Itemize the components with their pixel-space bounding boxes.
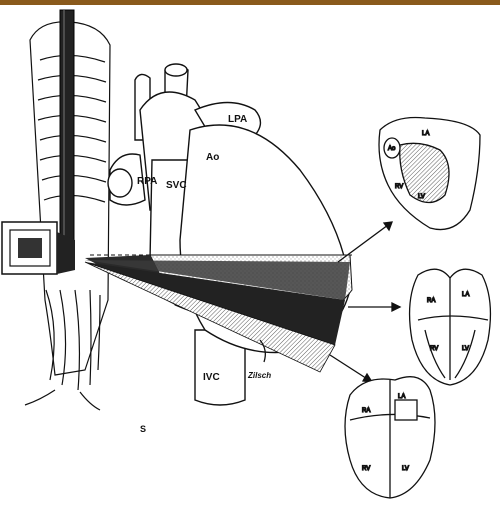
artist-signature: Zilsch xyxy=(247,371,271,380)
label-s: S xyxy=(140,424,146,434)
echo-view-long-axis: LA Ao LV RV xyxy=(379,118,480,230)
label-rpa: RPA xyxy=(137,176,157,187)
label-svc: SVC xyxy=(166,180,187,191)
view1-ao-label: Ao xyxy=(388,146,396,152)
label-ivc: IVC xyxy=(203,372,220,383)
label-ao: Ao xyxy=(206,152,219,163)
view3-ra-label: RA xyxy=(362,408,370,414)
label-lpa: LPA xyxy=(228,114,247,125)
view2-ra-label: RA xyxy=(427,298,435,304)
view2-la-label: LA xyxy=(462,292,469,298)
view3-rv-label: RV xyxy=(362,466,370,472)
echo-view-four-chamber: RA LA RV LV xyxy=(410,269,491,385)
view2-lv-label: LV xyxy=(462,346,469,352)
view3-la-label: LA xyxy=(398,394,405,400)
view1-la-label: LA xyxy=(422,131,429,137)
view1-rv-label: RV xyxy=(395,184,403,190)
view2-rv-label: RV xyxy=(430,346,438,352)
view1-lv-label: LV xyxy=(418,194,425,200)
echo-view-lower-four-chamber: LA RA RV LV xyxy=(345,377,435,498)
view3-lv-label: LV xyxy=(402,466,409,472)
